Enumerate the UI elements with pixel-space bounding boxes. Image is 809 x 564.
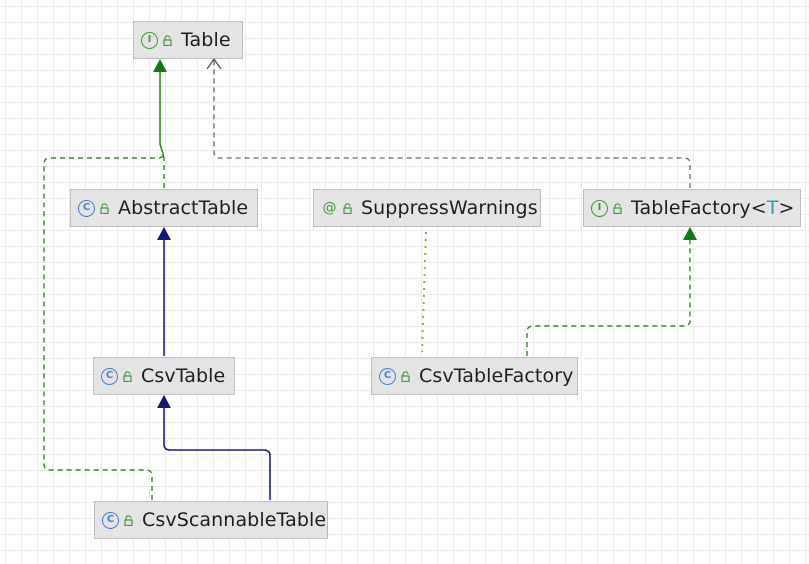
interface-icon: I xyxy=(141,31,158,49)
public-lock-icon xyxy=(343,202,352,214)
class-icon: C xyxy=(101,367,118,385)
class-icon: C xyxy=(379,367,396,385)
public-lock-icon xyxy=(100,202,109,214)
node-label-tablefactory: TableFactory<T> xyxy=(631,197,795,219)
type-param: T xyxy=(766,197,779,219)
extends-arrowhead-abstracttable xyxy=(157,227,171,240)
node-csvtablefactory[interactable]: C CsvTableFactory xyxy=(371,357,578,395)
annotation-icon: @ xyxy=(322,200,337,216)
public-lock-icon xyxy=(613,202,622,214)
node-abstracttable[interactable]: C AbstractTable xyxy=(70,189,258,227)
edge-csvscannabletable-extends-csvtable xyxy=(163,408,271,500)
dependency-arrowhead-table xyxy=(206,57,222,70)
node-label-suppresswarnings: SuppressWarnings xyxy=(361,197,538,219)
node-csvtable[interactable]: C CsvTable xyxy=(93,357,235,395)
node-label-csvtablefactory: CsvTableFactory xyxy=(419,365,574,387)
public-lock-icon xyxy=(163,34,172,46)
node-tablefactory[interactable]: I TableFactory<T> xyxy=(583,189,801,227)
public-lock-icon xyxy=(401,370,410,382)
class-icon: C xyxy=(78,199,95,217)
edge-csvscannabletable-implements-table xyxy=(43,151,165,500)
node-label-csvscannabletable: CsvScannableTable xyxy=(142,509,327,531)
class-icon: C xyxy=(102,511,119,529)
edge-implements-trunk xyxy=(159,72,165,159)
node-table[interactable]: I Table xyxy=(133,21,243,59)
public-lock-icon xyxy=(123,370,132,382)
node-label-tablefactory-name: TableFactory xyxy=(631,197,751,219)
public-lock-icon xyxy=(124,514,133,526)
extends-arrowhead-csvtable xyxy=(157,395,171,408)
type-param-close: > xyxy=(778,197,795,219)
edge-csvtablefactory-annotated-suppresswarnings xyxy=(421,231,427,353)
node-label-csvtable: CsvTable xyxy=(141,365,226,387)
node-csvscannabletable[interactable]: C CsvScannableTable xyxy=(94,501,328,539)
interface-icon: I xyxy=(591,199,608,217)
edge-csvtablefactory-implements-tablefactory xyxy=(526,240,691,356)
node-label-table: Table xyxy=(181,29,231,51)
node-suppresswarnings[interactable]: @ SuppressWarnings xyxy=(313,189,541,227)
node-label-abstracttable: AbstractTable xyxy=(118,197,249,219)
type-param-open: < xyxy=(750,197,767,219)
implements-arrowhead-tablefactory xyxy=(683,227,697,240)
implements-arrowhead-table xyxy=(153,59,167,72)
edge-tablefactory-depends-table xyxy=(213,60,691,188)
